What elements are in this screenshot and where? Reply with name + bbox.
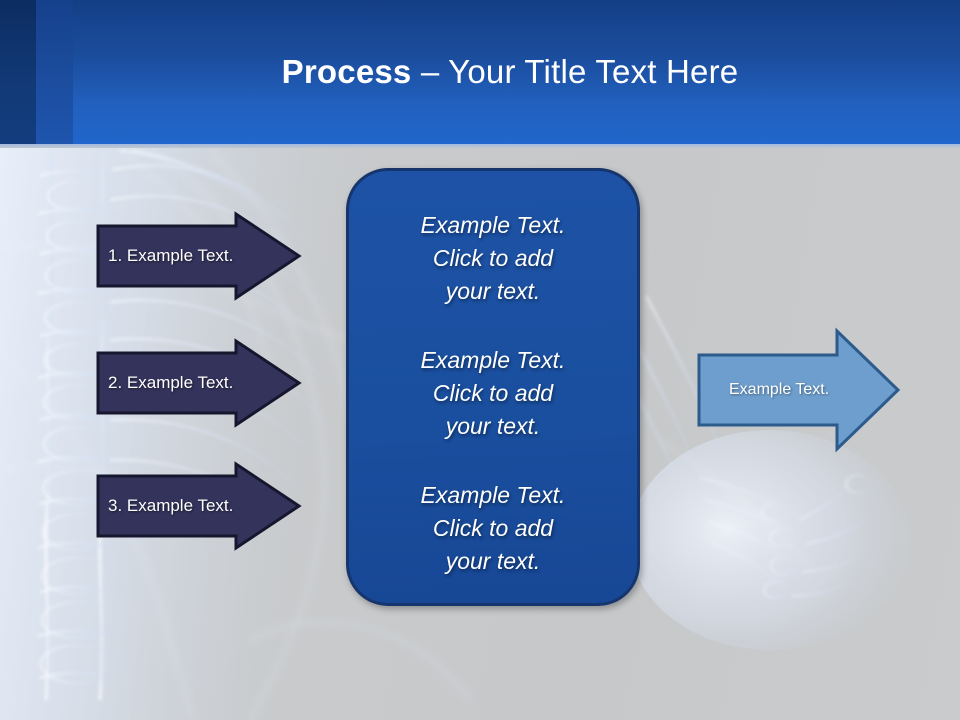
panel-text-block-2: Example Text. Click to add your text. xyxy=(420,347,566,439)
page-title-strong: Process xyxy=(281,53,412,90)
step-arrow-2[interactable]: 2. Example Text. xyxy=(96,338,302,428)
step-arrow-1[interactable]: 1. Example Text. xyxy=(96,211,302,301)
header-underline xyxy=(0,144,960,148)
panel-text-block-1: Example Text. Click to add your text. xyxy=(420,212,566,304)
step-arrow-2-label: 2. Example Text. xyxy=(108,373,234,392)
center-process-panel[interactable]: Example Text. Click to add your text. Ex… xyxy=(346,168,640,606)
step-arrow-3-label: 3. Example Text. xyxy=(108,496,234,515)
page-title: Process – Your Title Text Here xyxy=(110,52,910,92)
arrow-right-icon xyxy=(96,461,302,551)
page-title-light: – Your Title Text Here xyxy=(411,53,739,90)
title-header-band xyxy=(0,0,960,144)
output-arrow-label: Example Text. xyxy=(729,381,830,398)
step-arrow-1-label: 1. Example Text. xyxy=(108,246,234,265)
arrow-right-icon xyxy=(96,211,302,301)
header-stripe-mid xyxy=(36,0,73,144)
panel-text-block-3: Example Text. Click to add your text. xyxy=(420,482,566,574)
header-stripe-dark xyxy=(0,0,36,144)
arrow-right-icon xyxy=(697,327,901,453)
step-arrow-3[interactable]: 3. Example Text. xyxy=(96,461,302,551)
arrow-right-icon xyxy=(96,338,302,428)
output-arrow[interactable]: Example Text. xyxy=(697,327,901,453)
